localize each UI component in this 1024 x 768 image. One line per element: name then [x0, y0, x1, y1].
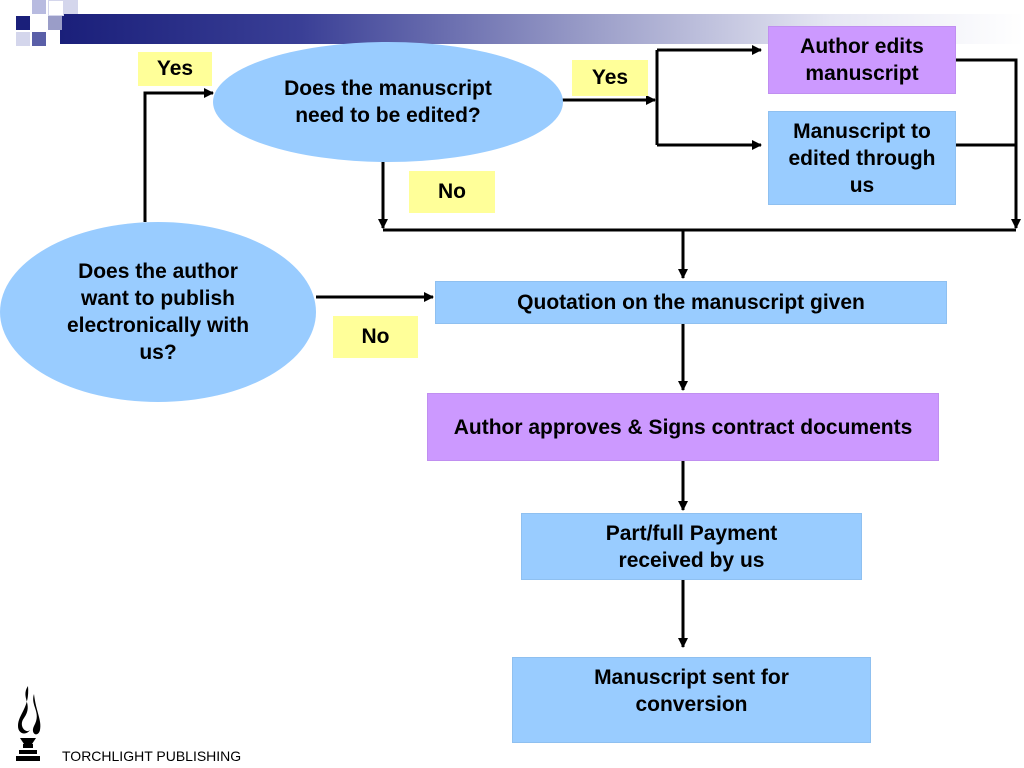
payment-box: Part/full Payment received by us: [521, 513, 862, 580]
torch-flame-icon: [16, 686, 41, 761]
footer-company-name: TORCHLIGHT PUBLISHING: [62, 748, 242, 764]
question-publish-electronically: Does the author want to publish electron…: [0, 222, 316, 402]
connector-author-edits-return: [955, 58, 1021, 229]
no-label-electronic: No: [333, 316, 418, 358]
connector-yes-left: [143, 88, 214, 222]
quotation-text: Quotation on the manuscript given: [517, 291, 865, 314]
header-square: [16, 16, 30, 30]
no-label-edit: No: [409, 171, 495, 213]
yes-label-right: Yes: [572, 60, 648, 96]
question-needs-editing: Does the manuscript need to be edited?: [213, 42, 563, 162]
header-square: [48, 0, 64, 16]
question-publish-electronically-text: Does the author want to publish electron…: [66, 260, 250, 364]
approves-contract-box: Author approves & Signs contract documen…: [427, 393, 939, 461]
header-square: [32, 0, 46, 14]
conversion-text: Manuscript sent for conversion: [594, 666, 789, 716]
header-square: [64, 0, 78, 14]
edited-through-us-box: Manuscript to edited through us: [768, 111, 956, 205]
question-needs-editing-text: Does the manuscript need to be edited?: [284, 77, 492, 127]
header-square: [32, 32, 46, 46]
quotation-box: Quotation on the manuscript given: [435, 281, 947, 324]
author-edits-text: Author edits manuscript: [800, 35, 924, 85]
author-edits-box: Author edits manuscript: [768, 26, 956, 94]
edited-through-us-text: Manuscript to edited through us: [788, 119, 936, 197]
header-square: [48, 16, 62, 30]
payment-text: Part/full Payment received by us: [605, 521, 778, 572]
header-square: [16, 32, 30, 46]
yes-label-left: Yes: [138, 52, 212, 86]
conversion-box: Manuscript sent for conversion: [512, 657, 871, 743]
approves-contract-text: Author approves & Signs contract documen…: [453, 415, 913, 439]
